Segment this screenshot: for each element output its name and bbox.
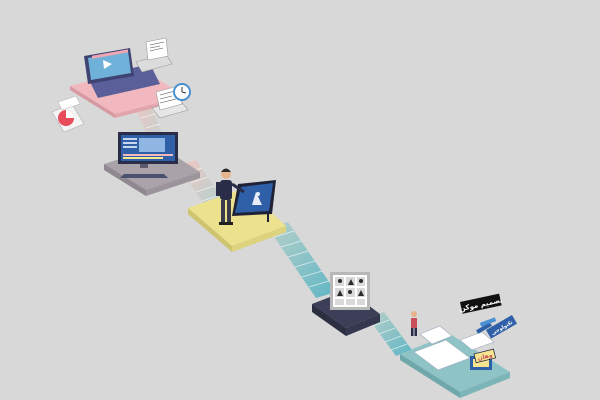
- sign-board-2: تكنولوجي: [486, 315, 517, 339]
- platform-teal: [400, 334, 510, 398]
- artist-person-icon: [216, 168, 245, 225]
- drawing-tablet-icon: [232, 180, 276, 222]
- storyboard-frame-icon: [330, 272, 370, 310]
- sign-board-1: تصميم موكن: [459, 293, 504, 314]
- person-standing-icon: [411, 311, 417, 336]
- pie-chart-document-icon: [51, 95, 85, 133]
- paper-sheet-icon: [413, 325, 495, 371]
- platform-yellow: [188, 188, 286, 252]
- laptop-video-icon: [84, 48, 160, 98]
- sign-board-3: وهان: [473, 348, 497, 364]
- sign-text-3: وهان: [477, 352, 494, 363]
- staircase-3: [268, 222, 336, 298]
- staircase-4: [368, 312, 412, 356]
- clock-icon: [173, 83, 191, 101]
- desktop-editor-icon: [118, 132, 178, 178]
- laptop-icon: [135, 37, 173, 73]
